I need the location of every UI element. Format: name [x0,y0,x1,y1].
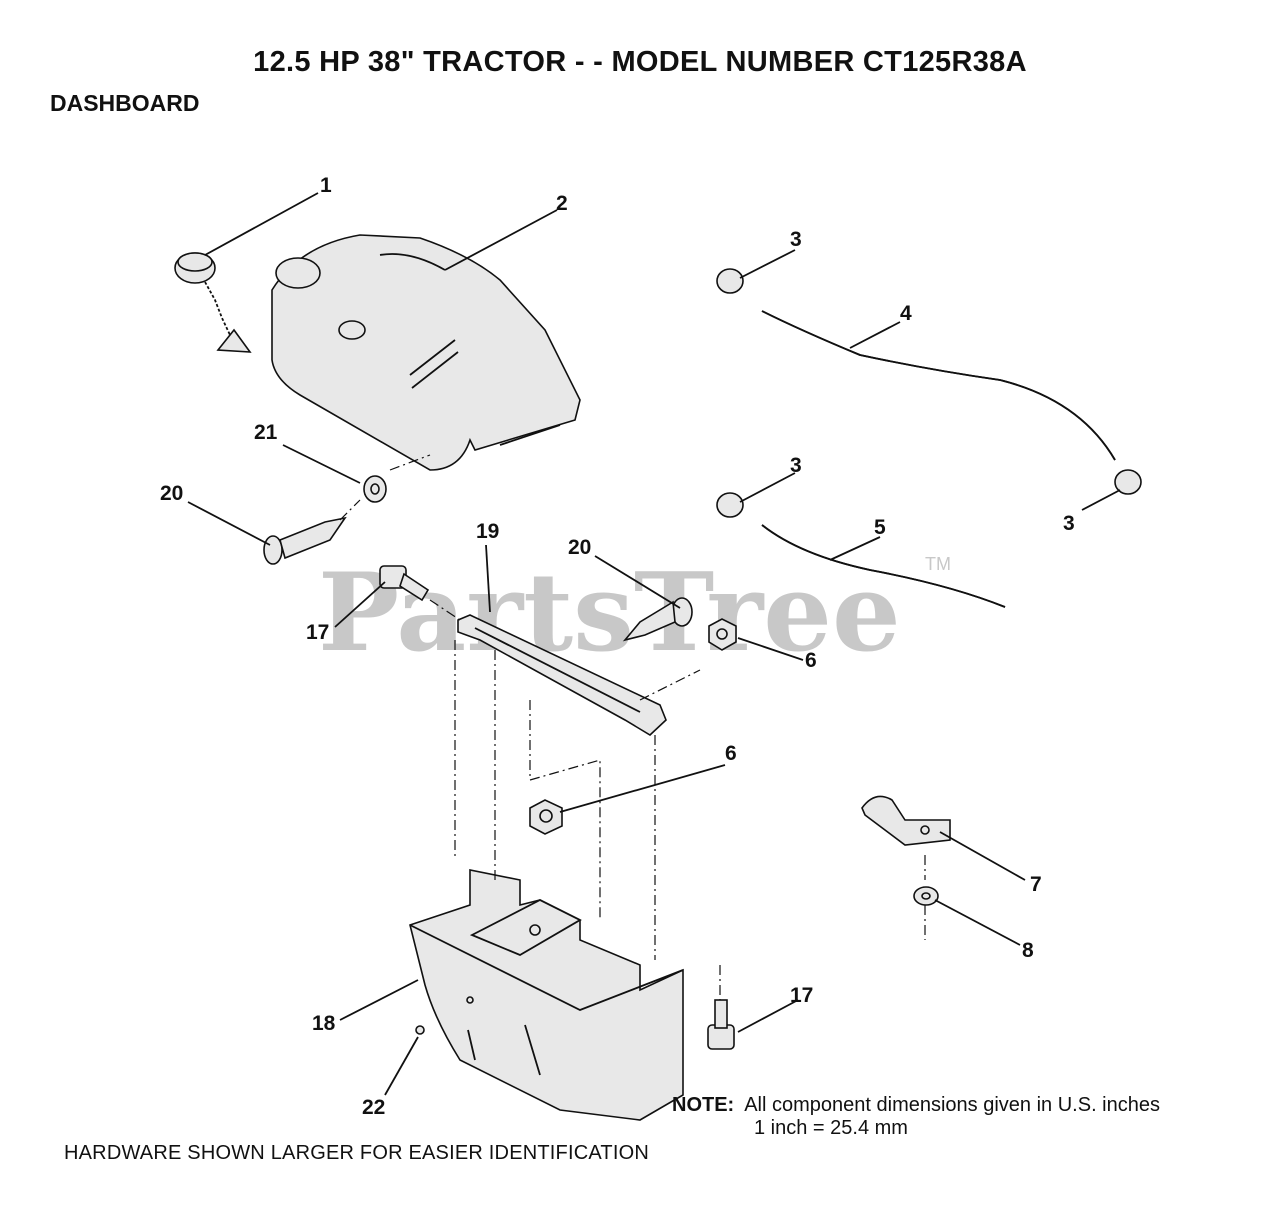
note-line-2: 1 inch = 25.4 mm [754,1117,908,1139]
part-flat-washer[interactable] [913,886,939,906]
watermark-text: PartsTree [318,550,901,676]
callout-6: 6 [805,649,817,672]
part-small-screw[interactable] [415,1025,425,1035]
callout-8: 8 [1022,939,1034,962]
callout-2: 2 [556,192,568,215]
callout-17: 17 [306,621,329,644]
part-hose-clamp[interactable] [716,268,1142,518]
note-line-1: All component dimensions given in U.S. i… [744,1094,1160,1116]
page-title: 12.5 HP 38" TRACTOR - - MODEL NUMBER CT1… [253,46,1027,78]
part-washer[interactable] [363,475,387,503]
part-bolt[interactable] [379,565,430,602]
part-nut[interactable] [529,799,563,835]
dimension-note: NOTE: All component dimensions given in U… [672,1094,1160,1140]
part-fuel-cap[interactable] [174,252,252,353]
callout-5: 5 [874,516,886,539]
part-dashboard-cover[interactable] [271,234,581,471]
watermark-trademark: TM [925,554,951,574]
part-lower-panel[interactable] [409,869,684,1121]
callout-22: 22 [362,1096,385,1119]
callout-3: 3 [1063,512,1075,535]
callout-7: 7 [1030,873,1042,896]
part-support-bracket[interactable] [457,614,667,736]
part-fuel-hose-long[interactable] [761,310,1116,461]
part-screw[interactable] [263,516,347,565]
callout-3: 3 [790,454,802,477]
callout-17: 17 [790,984,813,1007]
callout-18: 18 [312,1012,336,1035]
leader-lines [187,192,1121,1096]
callout-3: 3 [790,228,802,251]
part-hose-clip[interactable] [861,795,951,846]
callout-20: 20 [160,482,183,505]
callout-20: 20 [568,536,591,559]
footer-note: HARDWARE SHOWN LARGER FOR EASIER IDENTIF… [64,1142,649,1164]
section-title: DASHBOARD [50,90,200,116]
callout-19: 19 [476,520,499,543]
callout-6: 6 [725,742,737,765]
part-bolt[interactable] [707,999,735,1050]
part-nut[interactable] [708,618,737,651]
part-screw[interactable] [622,597,693,642]
callout-1: 1 [320,174,332,197]
note-label: NOTE: [672,1094,735,1116]
callout-4: 4 [900,302,912,325]
callout-21: 21 [254,421,278,444]
